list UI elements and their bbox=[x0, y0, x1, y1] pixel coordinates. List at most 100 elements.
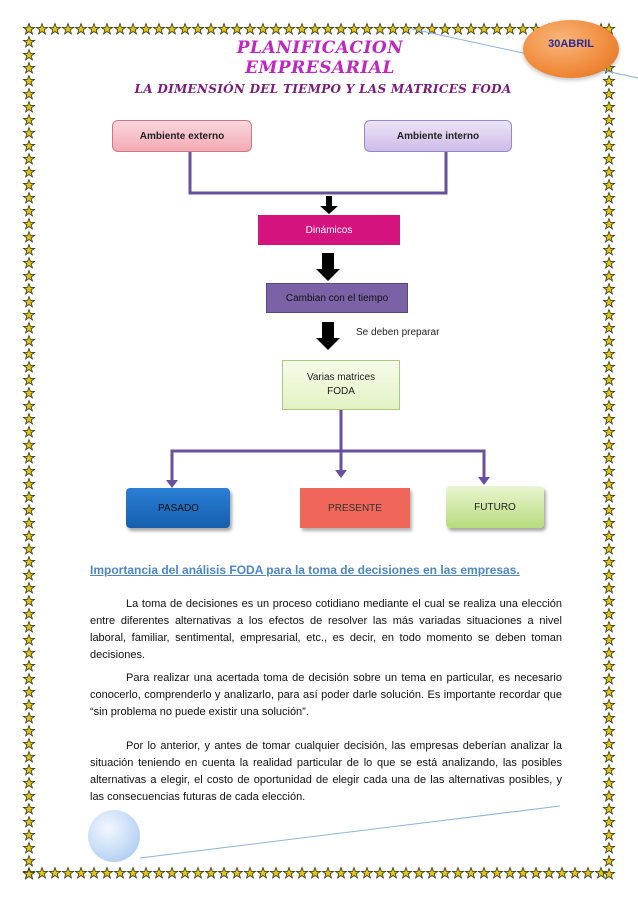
star-icon bbox=[602, 204, 616, 217]
ambiente-externo-box: Ambiente externo bbox=[112, 120, 252, 152]
star-icon bbox=[74, 866, 88, 879]
star-icon bbox=[477, 866, 491, 879]
star-icon bbox=[295, 22, 309, 35]
star-icon bbox=[22, 204, 36, 217]
star-icon bbox=[555, 866, 569, 879]
star-icon bbox=[503, 866, 517, 879]
star-icon bbox=[22, 828, 36, 841]
ambiente-externo-label: Ambiente externo bbox=[139, 130, 225, 142]
star-icon bbox=[204, 22, 218, 35]
star-icon bbox=[386, 866, 400, 879]
star-icon bbox=[602, 828, 616, 841]
star-icon bbox=[602, 711, 616, 724]
star-icon bbox=[347, 866, 361, 879]
star-icon bbox=[412, 866, 426, 879]
star-icon bbox=[602, 490, 616, 503]
paragraph: La toma de decisiones es un proceso coti… bbox=[90, 598, 562, 661]
star-icon bbox=[295, 866, 309, 879]
star-icon bbox=[490, 22, 504, 35]
star-icon bbox=[602, 854, 616, 867]
star-icon bbox=[22, 269, 36, 282]
star-icon bbox=[22, 529, 36, 542]
star-icon bbox=[347, 22, 361, 35]
star-icon bbox=[256, 22, 270, 35]
pasado-label: PASADO bbox=[158, 502, 199, 514]
star-icon bbox=[22, 581, 36, 594]
star-icon bbox=[321, 866, 335, 879]
star-icon bbox=[22, 386, 36, 399]
star-icon bbox=[152, 866, 166, 879]
star-icon bbox=[602, 776, 616, 789]
star-icon bbox=[602, 594, 616, 607]
star-icon bbox=[22, 711, 36, 724]
star-icon bbox=[490, 866, 504, 879]
star-icon bbox=[22, 243, 36, 256]
branch-connector bbox=[166, 410, 490, 488]
star-icon bbox=[425, 22, 439, 35]
star-icon bbox=[22, 815, 36, 828]
pasado-box: PASADO bbox=[126, 488, 230, 528]
star-icon bbox=[22, 295, 36, 308]
star-icon bbox=[204, 866, 218, 879]
star-icon bbox=[282, 22, 296, 35]
star-icon bbox=[602, 477, 616, 490]
star-icon bbox=[602, 646, 616, 659]
star-icon bbox=[152, 22, 166, 35]
star-icon bbox=[360, 866, 374, 879]
paragraph: Para realizar una acertada toma de decis… bbox=[90, 672, 562, 718]
star-icon bbox=[22, 438, 36, 451]
merge-connector bbox=[188, 152, 448, 195]
down-arrow-icon bbox=[316, 253, 340, 281]
star-icon bbox=[602, 581, 616, 594]
star-icon bbox=[269, 866, 283, 879]
top-star-border bbox=[22, 22, 616, 36]
star-icon bbox=[602, 542, 616, 555]
star-icon bbox=[126, 22, 140, 35]
star-icon bbox=[113, 22, 127, 35]
star-icon bbox=[602, 386, 616, 399]
matrices-label-line2: FODA bbox=[327, 386, 355, 397]
star-icon bbox=[61, 22, 75, 35]
star-icon bbox=[22, 74, 36, 87]
star-icon bbox=[22, 477, 36, 490]
star-icon bbox=[48, 22, 62, 35]
star-icon bbox=[602, 620, 616, 633]
ambiente-interno-label: Ambiente interno bbox=[396, 130, 480, 142]
star-icon bbox=[217, 866, 231, 879]
star-icon bbox=[22, 516, 36, 529]
star-icon bbox=[602, 841, 616, 854]
star-icon bbox=[373, 866, 387, 879]
star-icon bbox=[22, 22, 36, 35]
ambiente-interno-box: Ambiente interno bbox=[364, 120, 512, 152]
date-badge: 30ABRIL bbox=[523, 20, 619, 78]
star-icon bbox=[602, 555, 616, 568]
star-icon bbox=[602, 685, 616, 698]
star-icon bbox=[451, 866, 465, 879]
star-icon bbox=[22, 217, 36, 230]
star-icon bbox=[602, 867, 616, 880]
cambian-label: Cambian con el tiempo bbox=[285, 292, 389, 304]
star-icon bbox=[602, 178, 616, 191]
page-subtitle: LA DIMENSIÓN DEL TIEMPO Y LAS MATRICES F… bbox=[134, 82, 512, 96]
star-icon bbox=[568, 866, 582, 879]
page-title: PLANIFICACION EMPRESARIAL bbox=[236, 38, 404, 78]
star-icon bbox=[602, 373, 616, 386]
star-icon bbox=[22, 178, 36, 191]
star-icon bbox=[22, 425, 36, 438]
star-icon bbox=[178, 866, 192, 879]
star-icon bbox=[602, 87, 616, 100]
star-icon bbox=[230, 866, 244, 879]
star-icon bbox=[22, 776, 36, 789]
star-icon bbox=[282, 866, 296, 879]
star-icon bbox=[334, 22, 348, 35]
star-icon bbox=[22, 750, 36, 763]
star-icon bbox=[22, 113, 36, 126]
star-icon bbox=[425, 866, 439, 879]
star-icon bbox=[602, 698, 616, 711]
star-icon bbox=[602, 74, 616, 87]
star-icon bbox=[308, 22, 322, 35]
star-icon bbox=[22, 633, 36, 646]
star-icon bbox=[22, 763, 36, 776]
down-arrow-icon bbox=[320, 196, 338, 214]
star-icon bbox=[22, 191, 36, 204]
